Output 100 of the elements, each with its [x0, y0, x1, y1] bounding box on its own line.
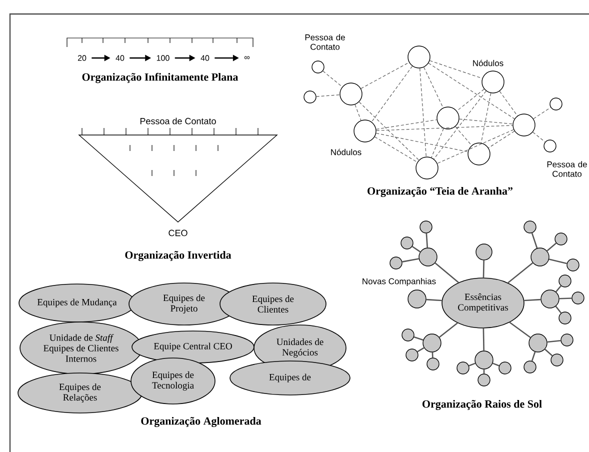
- spoke-line: [426, 298, 442, 302]
- scale-number: 100: [156, 55, 170, 61]
- spoke-line: [432, 352, 434, 358]
- circle-node: [402, 328, 414, 342]
- dashed-line: [437, 129, 514, 164]
- dashed-line: [434, 90, 486, 160]
- section-title: Organização Raios de Sol: [422, 400, 542, 410]
- dashed-line: [488, 130, 515, 148]
- dashed-line: [376, 119, 438, 130]
- spoke-line: [547, 340, 561, 343]
- dashed-line: [456, 88, 484, 112]
- spoke-line: [434, 262, 459, 284]
- section-title: Organização Aglomerada: [141, 416, 262, 428]
- circle-node: [408, 46, 430, 68]
- spoke-line: [468, 362, 476, 366]
- circle-node: [524, 220, 536, 234]
- spoke-line: [492, 362, 500, 366]
- spoke-line: [546, 242, 557, 252]
- spoke-line: [482, 328, 484, 351]
- circle-node: [528, 334, 548, 352]
- dashed-line: [374, 136, 418, 162]
- dashed-line: [376, 125, 513, 131]
- spoke-line: [508, 262, 534, 284]
- text-label: Pessoa de Contato: [140, 118, 216, 124]
- circle-node: [572, 292, 584, 304]
- dashed-line: [354, 104, 362, 121]
- circle-node: [418, 248, 438, 266]
- circle-node: [476, 244, 492, 260]
- dashed-line: [455, 126, 472, 146]
- dashed-line: [316, 94, 340, 97]
- section-title: Organização Infinitamente Plana: [82, 72, 238, 84]
- circle-node: [340, 82, 362, 106]
- spoke-line: [524, 298, 541, 302]
- circle-node: [474, 350, 494, 370]
- circle-node: [478, 374, 490, 386]
- spoke-line: [555, 306, 562, 314]
- section-title: Organização “Teia de Aranha”: [368, 186, 512, 198]
- circle-node: [456, 362, 470, 374]
- scale-number: ∞: [244, 56, 250, 60]
- text-label: Novas Companhias: [362, 278, 436, 286]
- dashed-line: [358, 102, 420, 160]
- dashed-line: [533, 107, 551, 120]
- circle-node: [422, 334, 442, 352]
- circle-node: [498, 362, 512, 374]
- spoke-line: [417, 347, 424, 352]
- spoke-line: [544, 348, 553, 356]
- circle-node: [416, 156, 438, 180]
- dashed-line: [424, 66, 444, 108]
- spoke-line: [426, 233, 428, 248]
- circle-node: [544, 140, 556, 152]
- circle-node: [420, 220, 432, 234]
- spoke-line: [531, 232, 538, 248]
- circle-node: [426, 358, 440, 370]
- circle-node: [550, 98, 562, 110]
- circle-node: [354, 120, 376, 142]
- dashed-line: [428, 62, 515, 120]
- spoke-line: [548, 258, 567, 264]
- spoke-line: [412, 246, 421, 252]
- circle-node: [530, 248, 550, 266]
- circle-node: [550, 354, 564, 366]
- circle-node: [408, 290, 426, 308]
- circle-node: [560, 334, 574, 346]
- circle-node: [468, 142, 490, 166]
- spoke-line: [414, 336, 424, 341]
- spoke-line: [438, 322, 458, 338]
- circle-node: [400, 236, 414, 250]
- spoke-line: [555, 285, 562, 292]
- dashed-line: [429, 60, 483, 79]
- circle-node: [512, 114, 536, 136]
- circle-node: [390, 256, 402, 270]
- text-label: CEO: [168, 230, 188, 236]
- section-title: Organização Invertida: [125, 250, 232, 262]
- spoke-line: [482, 260, 484, 278]
- circle-node: [558, 312, 572, 324]
- text-label: Nódulos: [473, 60, 504, 66]
- dashed-line: [371, 66, 413, 122]
- circle-node: [436, 106, 460, 130]
- circle-node: [406, 348, 418, 362]
- text-label: Pessoa de Contato: [305, 34, 345, 50]
- dashed-line: [431, 128, 444, 158]
- dashed-line: [532, 132, 546, 142]
- circle-node: [554, 232, 568, 246]
- spoke-line: [559, 298, 572, 300]
- circle-node: [558, 274, 572, 288]
- spoke-line: [531, 352, 536, 362]
- spoke-line: [509, 322, 531, 338]
- dashed-line: [480, 92, 492, 144]
- circle-node: [524, 360, 536, 374]
- dashed-line: [420, 68, 426, 157]
- dashed-line: [322, 70, 343, 88]
- dashed-line: [499, 90, 518, 116]
- scale-number: 20: [78, 55, 86, 61]
- scale-number: 40: [200, 55, 210, 61]
- spoke-line: [402, 258, 419, 262]
- circle-node: [540, 290, 560, 308]
- text-label: Nódulos: [331, 148, 362, 156]
- dashed-line: [376, 132, 468, 152]
- dashed-line: [360, 62, 410, 89]
- circle-node: [566, 258, 580, 272]
- dashed-line: [459, 118, 513, 124]
